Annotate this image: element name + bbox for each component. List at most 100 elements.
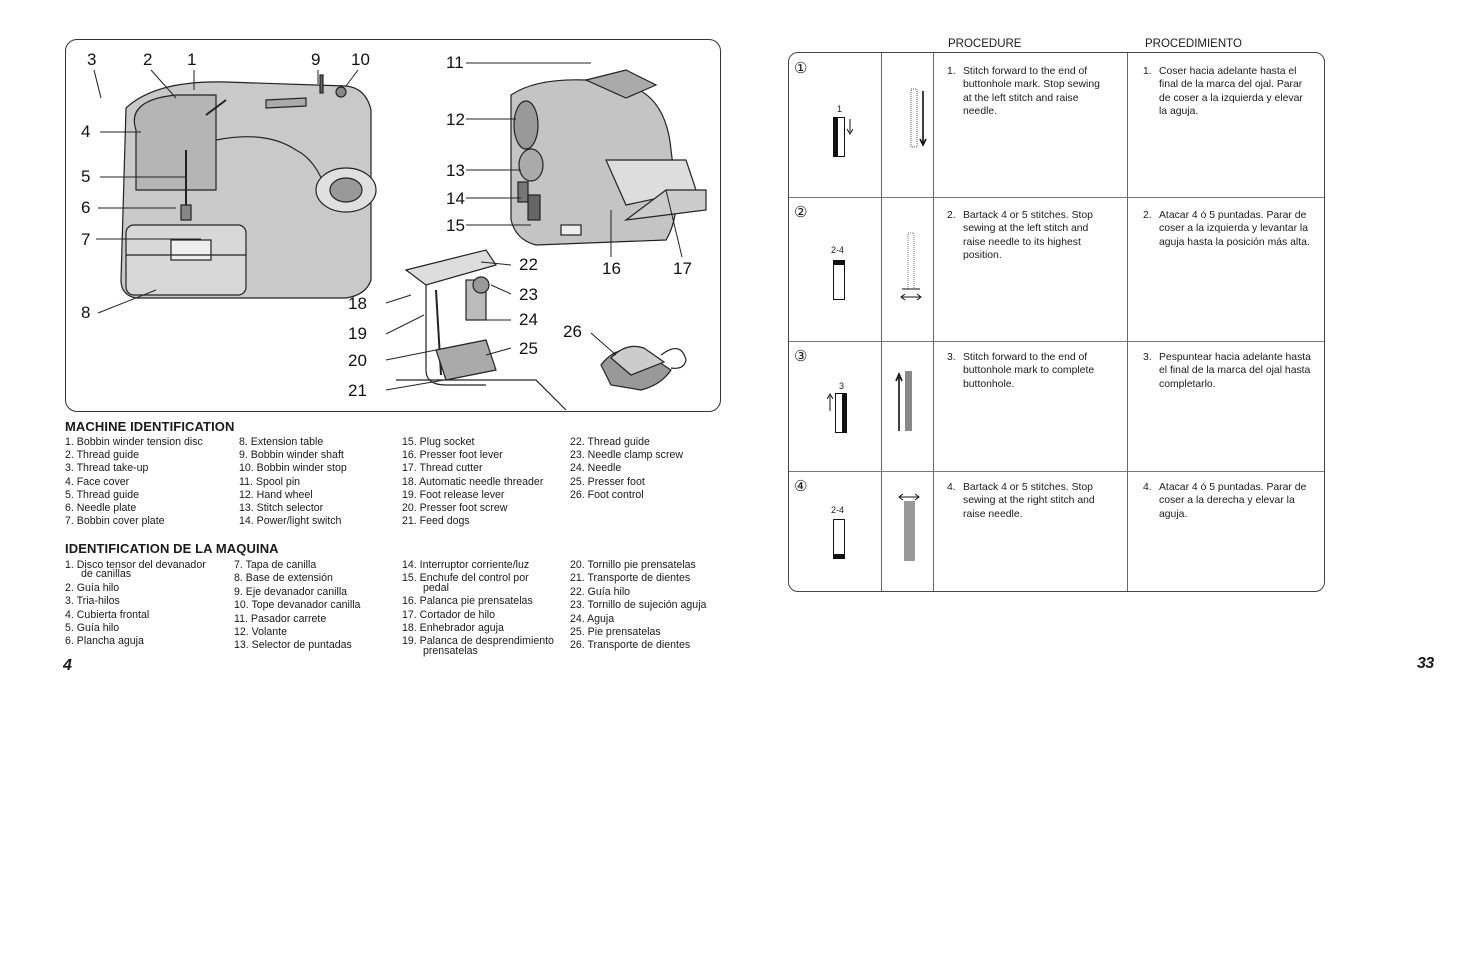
callout-8: 8 (81, 303, 91, 322)
list-item: 21. Feed dogs (402, 515, 470, 528)
callout-21: 21 (348, 381, 367, 400)
callout-1: 1 (187, 50, 197, 69)
list-item: 22. Thread guide (570, 436, 650, 448)
list-item: 15. Plug socket (402, 436, 475, 448)
list-item: 12. Volante (234, 626, 288, 639)
step-label: 2-4 (831, 505, 845, 515)
mi-column-1: 1. Bobbin winder tension disc 2. Thread … (65, 436, 203, 528)
list-item: 14. Power/light switch (239, 515, 342, 528)
callout-16: 16 (602, 259, 621, 278)
step-text-es: 2. Atacar 4 ó 5 puntadas. Parar de coser… (1143, 210, 1310, 248)
buttonhole-procedure-table: ① 1 1. Stitch forward to the end of butt… (788, 52, 1325, 592)
page-number-left: 4 (63, 657, 72, 674)
list-item: de canillas (81, 568, 132, 581)
callout-17: 17 (673, 259, 692, 278)
list-item: 15. Enchufe del control por (402, 572, 529, 585)
callout-26: 26 (563, 322, 582, 341)
list-item: 18. Enhebrador aguja (402, 622, 504, 635)
step-label: 1 (837, 104, 843, 114)
list-item: 5. Guía hilo (65, 622, 120, 635)
list-item: 16. Presser foot lever (402, 449, 503, 462)
callout-4: 4 (81, 122, 91, 141)
step-number: ③ (794, 348, 808, 365)
stitch-pattern-diagram (910, 88, 927, 148)
callout-9: 9 (311, 50, 321, 69)
identificacion-title: IDENTIFICATION DE LA MAQUINA (65, 541, 279, 556)
list-item: 22. Guía hilo (570, 585, 631, 598)
step-text-es: 1. Coser hacia adelante hasta el final d… (1143, 66, 1303, 117)
list-item: 1. Bobbin winder tension disc (65, 436, 203, 448)
list-item: 13. Selector de puntadas (234, 639, 352, 652)
step-number: ① (794, 60, 808, 77)
list-item: 13. Stitch selector (239, 502, 324, 515)
step-label: 3 (839, 381, 845, 391)
callout-3: 3 (87, 50, 97, 69)
callout-12: 12 (446, 110, 465, 129)
list-item: 9. Eje devanador canilla (234, 585, 348, 598)
buttonhole-diagram (833, 117, 845, 157)
list-item: 11. Spool pin (239, 475, 301, 488)
callout-10: 10 (351, 50, 370, 69)
step-label: 2-4 (831, 245, 845, 255)
list-item: 8. Extension table (239, 436, 324, 448)
list-item: 12. Hand wheel (239, 488, 313, 501)
list-item: 19. Foot release lever (402, 488, 505, 501)
list-item: 3. Tria-hilos (65, 595, 120, 608)
header-procedimiento: PROCEDIMIENTO (1145, 38, 1242, 50)
mi-column-2: 8. Extension table 9. Bobbin winder shaf… (239, 436, 347, 528)
list-item: 25. Presser foot (570, 475, 645, 488)
list-item: 5. Thread guide (65, 488, 140, 501)
stitch-pattern-diagram (898, 493, 920, 561)
callout-13: 13 (446, 161, 465, 180)
mi-column-3: 15. Plug socket 16. Presser foot lever 1… (402, 436, 543, 528)
mi-column-4: 22. Thread guide 23. Needle clamp screw … (570, 436, 683, 502)
list-item: 23. Tornillo de sujeción aguja (570, 599, 707, 612)
list-item: 17. Cortador de hilo (402, 608, 496, 621)
callout-25: 25 (519, 339, 538, 358)
sewing-machine-illustration (93, 62, 707, 411)
list-item: 23. Needle clamp screw (570, 449, 684, 462)
list-item: 6. Needle plate (65, 502, 137, 515)
callout-23: 23 (519, 285, 538, 304)
list-item: 2. Thread guide (65, 449, 140, 462)
list-item: 7. Tapa de canilla (234, 559, 317, 571)
list-item: 20. Tornillo pie prensatelas (570, 559, 696, 571)
list-item: 20. Presser foot screw (402, 502, 508, 515)
buttonhole-diagram (833, 519, 845, 559)
callout-7: 7 (81, 230, 91, 249)
list-item: 8. Base de extensión (234, 572, 333, 585)
step-row-4: ④ 2-4 4. Bartack 4 or 5 stitches. Stop s… (789, 471, 1324, 591)
list-item: 19. Palanca de desprendimiento (402, 635, 554, 648)
callout-18: 18 (348, 294, 367, 313)
callout-15: 15 (446, 216, 465, 235)
step-text-en: 2. Bartack 4 or 5 stitches. Stop sewing … (947, 210, 1093, 261)
step-number: ④ (794, 478, 808, 495)
list-item: 2. Guía hilo (65, 581, 120, 594)
callout-11: 11 (446, 53, 464, 72)
id-column-3: 14. Interruptor corriente/luz 15. Enchuf… (402, 559, 554, 658)
callout-14: 14 (446, 189, 465, 208)
list-item: 24. Aguja (570, 612, 615, 625)
callout-2: 2 (143, 50, 153, 69)
list-item: 9. Bobbin winder shaft (239, 449, 344, 462)
list-item: 21. Transporte de dientes (570, 572, 691, 585)
callout-20: 20 (348, 351, 367, 370)
step-text-en: 4. Bartack 4 or 5 stitches. Stop sewing … (947, 482, 1095, 520)
machine-figure-frame: 3 2 1 9 10 4 5 6 7 8 11 12 13 14 15 16 1… (65, 39, 721, 412)
step-text-en: 1. Stitch forward to the end of buttonho… (947, 66, 1100, 117)
list-item: 11. Pasador carrete (234, 612, 327, 625)
id-column-2: 7. Tapa de canilla 8. Base de extensión … (234, 559, 360, 653)
list-item: prensatelas (423, 644, 478, 657)
list-item: 16. Palanca pie prensatelas (402, 595, 533, 608)
list-item: 17. Thread cutter (402, 462, 483, 475)
list-item: 4. Face cover (65, 475, 130, 488)
callout-24: 24 (519, 310, 538, 329)
list-item: 14. Interruptor corriente/luz (402, 559, 530, 571)
list-item: 7. Bobbin cover plate (65, 515, 165, 528)
step-text-es: 4. Atacar 4 ó 5 puntadas. Parar de coser… (1143, 482, 1307, 520)
callout-6: 6 (81, 198, 91, 217)
step-number: ② (794, 204, 808, 221)
list-item: 10. Tope devanador canilla (234, 599, 361, 612)
buttonhole-diagram (833, 260, 845, 300)
callout-19: 19 (348, 324, 367, 343)
